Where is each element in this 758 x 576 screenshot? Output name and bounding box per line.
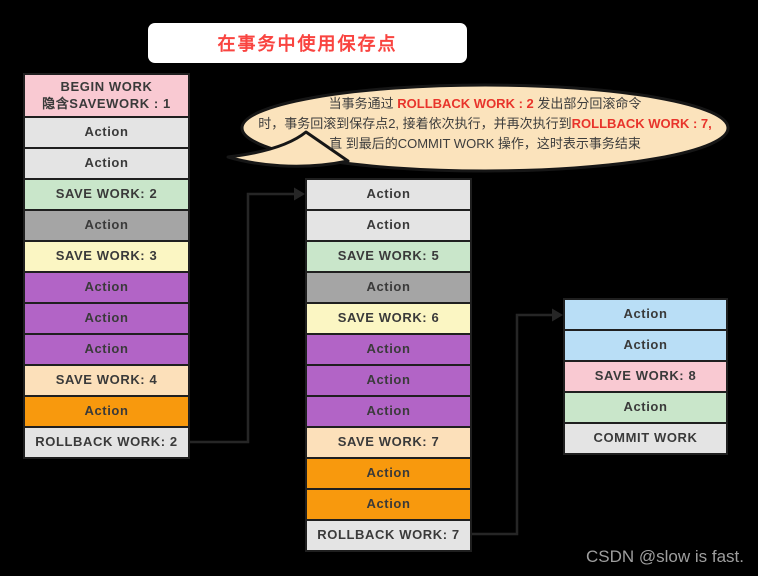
row-action: Action xyxy=(305,364,472,397)
row-rollback-work-2: ROLLBACK WORK: 2 xyxy=(23,426,190,459)
row-action: Action xyxy=(23,147,190,180)
row-save-work-6: SAVE WORK: 6 xyxy=(305,302,472,335)
row-action: Action xyxy=(23,116,190,149)
row-action: Action xyxy=(305,271,472,304)
row-action: Action xyxy=(563,329,728,362)
rollback-7-emphasis: ROLLBACK WORK : 7, xyxy=(571,116,712,131)
row-action: Action xyxy=(23,209,190,242)
bubble-line-1: 当事务通过 ROLLBACK WORK : 2 发出部分回滚命令 xyxy=(328,96,642,111)
row-action: Action xyxy=(305,209,472,242)
row-save-work-5: SAVE WORK: 5 xyxy=(305,240,472,273)
arrowhead-icon xyxy=(294,187,305,201)
row-rollback-work-7: ROLLBACK WORK: 7 xyxy=(305,519,472,552)
arrowhead-icon xyxy=(552,308,563,322)
bubble-line-2: 时，事务回滚到保存点2, 接着依次执行，并再次执行到ROLLBACK WORK … xyxy=(258,116,712,131)
speech-bubble-tail xyxy=(226,130,350,168)
bubble-line-3: 直 到最后的COMMIT WORK 操作，这时表示事务结束 xyxy=(329,136,641,151)
row-action: Action xyxy=(23,395,190,428)
title-bar: 在事务中使用保存点 xyxy=(148,23,467,63)
row-commit-work: COMMIT WORK xyxy=(563,422,728,455)
row-action: Action xyxy=(305,395,472,428)
row-action: Action xyxy=(23,271,190,304)
row-save-work-3: SAVE WORK: 3 xyxy=(23,240,190,273)
row-action: Action xyxy=(563,298,728,331)
row-begin-work: BEGIN WORK 隐含SAVEWORK : 1 xyxy=(23,73,190,118)
rollback-2-emphasis: ROLLBACK WORK : 2 xyxy=(397,96,534,111)
arrow-rollback7-to-right xyxy=(472,313,553,536)
row-action: Action xyxy=(305,457,472,490)
row-save-work-2: SAVE WORK: 2 xyxy=(23,178,190,211)
row-save-work-7: SAVE WORK: 7 xyxy=(305,426,472,459)
page-title: 在事务中使用保存点 xyxy=(217,34,398,54)
row-action: Action xyxy=(305,178,472,211)
row-save-work-4: SAVE WORK: 4 xyxy=(23,364,190,397)
row-action: Action xyxy=(305,333,472,366)
row-save-work-8: SAVE WORK: 8 xyxy=(563,360,728,393)
row-action: Action xyxy=(23,333,190,366)
row-action: Action xyxy=(23,302,190,335)
watermark: CSDN @slow is fast. xyxy=(585,547,744,566)
row-action: Action xyxy=(563,391,728,424)
row-action: Action xyxy=(305,488,472,521)
arrow-rollback2-to-middle xyxy=(190,192,295,444)
speech-bubble-text: 当事务通过 ROLLBACK WORK : 2 发出部分回滚命令 时，事务回滚到… xyxy=(244,94,726,154)
speech-bubble xyxy=(240,83,730,173)
